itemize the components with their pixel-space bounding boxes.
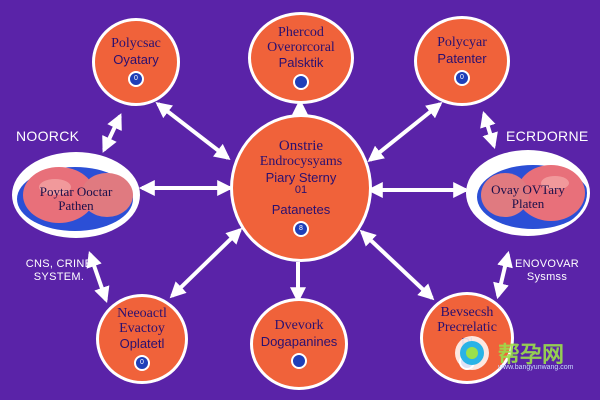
arrow-center-bottom-right bbox=[359, 229, 435, 301]
node-top-center-line3: Palsktik bbox=[278, 55, 324, 71]
center-line4: 01 bbox=[294, 184, 308, 197]
arrow-leftorgan-bottomleft bbox=[86, 250, 110, 304]
label-right-bottom: ENOVOVAR Sysmss bbox=[504, 258, 590, 284]
node-bottom-center: Dvevork Dogapanines bbox=[250, 298, 348, 390]
arrow-rightorgan-bottomright bbox=[493, 250, 513, 300]
left-organ-illustration bbox=[17, 167, 133, 231]
arrow-center-top-right bbox=[367, 102, 443, 162]
watermark-text: 帮孕网 bbox=[498, 342, 565, 367]
watermark-logo-icon bbox=[455, 336, 489, 370]
node-top-center-line2: Overorcoral bbox=[267, 39, 335, 55]
label-left-bottom: CNS, CRINE SYSTEM. bbox=[14, 258, 104, 284]
node-bottom-left-line2: Evactoy bbox=[119, 320, 165, 336]
label-right-bottom-line1: ENOVOVAR bbox=[515, 258, 579, 270]
node-top-left-line2: Oyatary bbox=[113, 52, 159, 68]
node-bottom-right-line1: Bevsecsh bbox=[440, 304, 494, 320]
label-right-bottom-line2: Sysmss bbox=[526, 271, 568, 284]
right-organ-label1: Ovay OVTary bbox=[491, 182, 565, 197]
arrow-center-top-left bbox=[155, 102, 231, 160]
watermark-subtext: www.bangyunwang.com bbox=[498, 364, 574, 371]
node-bottom-center-line2: Dogapanines bbox=[260, 334, 338, 350]
node-bottom-center-badge-icon bbox=[291, 352, 307, 369]
label-left-bottom-line1: CNS, CRINE bbox=[25, 258, 93, 270]
right-organ-illustration bbox=[477, 165, 587, 229]
arrow-topleft-leftorgan bbox=[102, 113, 122, 153]
center-title: Onstrie bbox=[278, 138, 324, 155]
node-bottom-right-line2: Precrelatic bbox=[437, 319, 497, 335]
arrow-center-bottom-left bbox=[169, 227, 243, 299]
node-top-right-line1: Polycyar bbox=[437, 35, 487, 51]
left-organ-label1: Poytar Ooctar bbox=[39, 184, 113, 199]
right-organ-label2: Platen bbox=[511, 196, 545, 212]
left-organ-label2: Pathen bbox=[58, 198, 94, 214]
node-top-right-line2: Patenter bbox=[437, 51, 487, 67]
node-top-left-badge-icon: 0 bbox=[128, 70, 144, 87]
node-top-left: Polycsac Oyatary 0 bbox=[92, 18, 180, 106]
right-organ: Ovay OVTary Platen bbox=[466, 150, 590, 236]
center-bottom: Patanetes bbox=[271, 201, 331, 217]
arrow-topright-rightorgan bbox=[480, 110, 498, 150]
node-bottom-left-line1: Neeoactl bbox=[117, 305, 167, 321]
left-organ: Poytar Ooctar Pathen bbox=[12, 152, 140, 238]
label-right-top: ECRDORNE bbox=[506, 128, 589, 144]
node-bottom-left-line3: Oplatetl bbox=[119, 336, 165, 352]
center-line3: Piary Sterny bbox=[265, 169, 337, 185]
center-badge-icon: 8 bbox=[293, 220, 309, 237]
label-left-bottom-line2: SYSTEM. bbox=[33, 271, 85, 284]
node-top-center: Phercod Overorcoral Palsktik bbox=[248, 12, 354, 104]
node-bottom-left: Neeoactl Evactoy Oplatetl 0 bbox=[96, 294, 188, 384]
label-left-top: NOORCK bbox=[16, 128, 80, 144]
watermark: 帮孕网 www.bangyunwang.com bbox=[452, 330, 582, 376]
node-top-right-badge-icon: 0 bbox=[454, 69, 470, 86]
node-bottom-left-badge-icon: 0 bbox=[134, 355, 150, 371]
node-top-center-badge-icon bbox=[293, 74, 309, 90]
center-subtitle: Endrocysyams bbox=[259, 154, 343, 170]
node-top-center-line1: Phercod bbox=[278, 24, 324, 40]
center-node: Onstrie Endrocysyams Piary Sterny 01 Pat… bbox=[230, 114, 372, 262]
node-top-right: Polycyar Patenter 0 bbox=[414, 16, 510, 106]
node-bottom-center-line1: Dvevork bbox=[274, 318, 324, 334]
node-top-left-line1: Polycsac bbox=[111, 36, 161, 52]
